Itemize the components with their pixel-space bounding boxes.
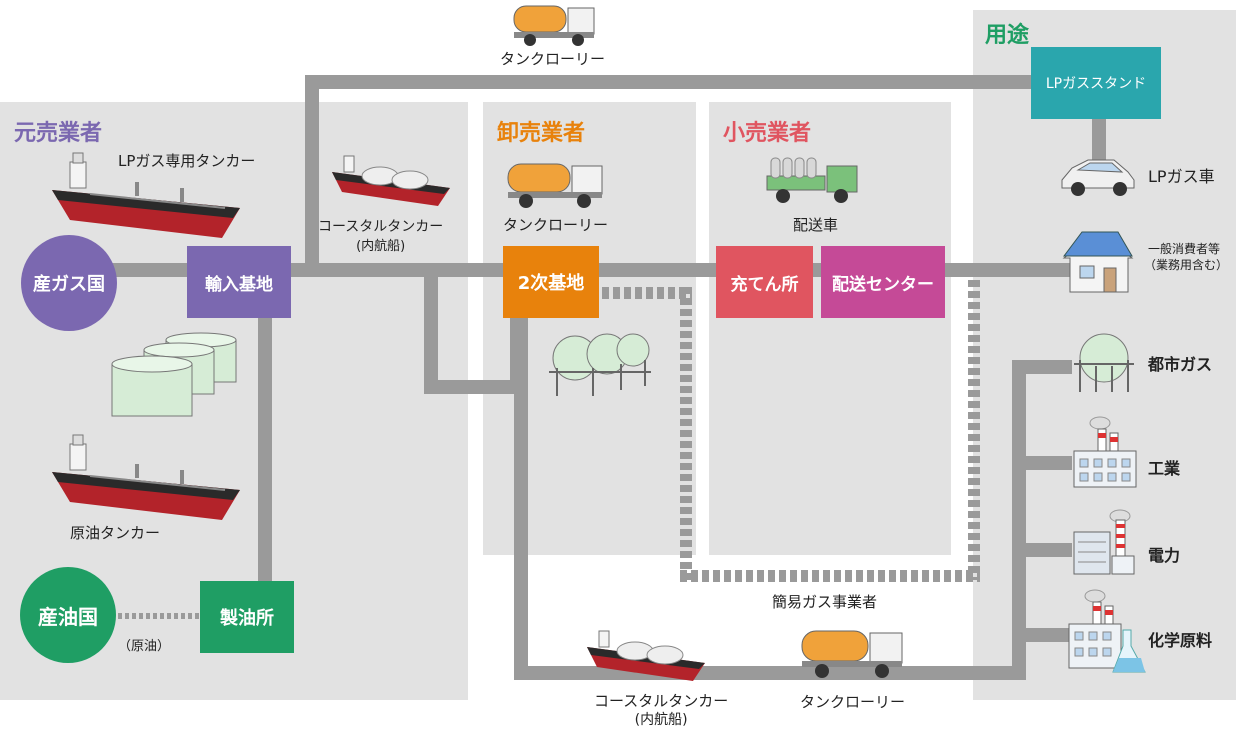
- lp-car-icon: [1061, 159, 1135, 196]
- label-city-gas: 都市ガス: [1148, 355, 1213, 374]
- label-lorry-wholesale: タンクローリー: [503, 216, 609, 234]
- tank-lorry-wholesale-icon: [507, 163, 603, 208]
- import-to-refinery: [258, 270, 272, 585]
- node-niji: 2次基地: [503, 246, 599, 318]
- label-power: 電力: [1148, 546, 1181, 565]
- label-coastal-top: コースタルタンカー (内航船): [318, 218, 443, 256]
- coastal-top-sub: (内航船): [356, 239, 406, 254]
- household-line2: （業務用含む）: [1144, 258, 1229, 272]
- tank-lorry-top-icon: [513, 5, 595, 46]
- coastal-tanker-top-icon: [332, 155, 450, 206]
- crude-tanker-icon: [52, 434, 240, 520]
- heading-motouri: 元売業者: [14, 121, 103, 146]
- factory-icon: [1073, 416, 1137, 488]
- uses-vertical: [1012, 360, 1026, 680]
- dash-right-vertical: [968, 280, 980, 580]
- chemical-plant-icon: [1068, 589, 1146, 673]
- label-lp-car: LPガス車: [1148, 167, 1215, 186]
- city-gas-tank-icon: [1074, 333, 1134, 392]
- label-crude-tanker: 原油タンカー: [70, 524, 161, 542]
- top-loop-horizontal: [305, 75, 1040, 89]
- storage-tanks-icon: [111, 332, 237, 417]
- node-sanyu: 産油国: [20, 567, 116, 663]
- label-lorry-top: タンクローリー: [500, 50, 606, 68]
- dash-bottom: [680, 570, 980, 582]
- label-lp-tanker: LPガス専用タンカー: [118, 152, 256, 170]
- branch-city-gas: [1012, 360, 1072, 374]
- node-juten: 充てん所: [716, 246, 813, 318]
- heading-youto: 用途: [985, 23, 1030, 48]
- node-yunyu: 輸入基地: [187, 246, 291, 318]
- spherical-tanks-icon: [549, 333, 651, 396]
- coastal-tanker-bottom-icon: [587, 630, 705, 681]
- node-haiso-center: 配送センター: [821, 246, 945, 318]
- coastal-bottom-sub: (内航船): [634, 712, 688, 728]
- house-icon: [1062, 231, 1134, 293]
- power-plant-icon: [1073, 509, 1135, 575]
- coastal-bottom-text: コースタルタンカー: [594, 692, 729, 710]
- heading-kouri: 小売業者: [723, 121, 812, 146]
- label-industry: 工業: [1148, 459, 1181, 478]
- label-simple-gas: 簡易ガス事業者: [772, 593, 878, 611]
- branch-industry: [1012, 456, 1072, 470]
- coastal-loop-down: [424, 270, 438, 392]
- branch-power: [1012, 543, 1072, 557]
- label-coastal-bottom: コースタルタンカー (内航船): [594, 692, 728, 730]
- dash-left-vertical: [680, 287, 692, 582]
- coastal-top-text: コースタルタンカー: [318, 219, 444, 235]
- tank-lorry-bottom-icon: [801, 630, 903, 678]
- top-loop-vertical: [305, 75, 319, 270]
- lp-tanker-icon: [52, 152, 240, 238]
- dash-crude: [118, 613, 206, 619]
- branch-chemical: [1012, 628, 1072, 642]
- label-delivery-truck: 配送車: [793, 216, 839, 234]
- label-lorry-bottom: タンクローリー: [800, 693, 906, 711]
- label-household: 一般消費者等 （業務用含む）: [1144, 241, 1228, 273]
- label-chemical: 化学原料: [1148, 631, 1213, 650]
- bottom-loop-down: [514, 318, 528, 680]
- household-line1: 一般消費者等: [1148, 242, 1221, 256]
- node-sangasu: 産ガス国: [21, 235, 117, 331]
- lp-stand-drop: [1092, 115, 1106, 160]
- node-lp-stand: LPガススタンド: [1031, 47, 1161, 119]
- label-crude-note: （原油）: [118, 639, 171, 654]
- coastal-loop-across: [424, 380, 524, 394]
- node-seiyu: 製油所: [200, 581, 294, 653]
- delivery-truck-icon: [766, 157, 858, 203]
- heading-oroshiuri: 卸売業者: [497, 121, 586, 146]
- dash-from-niji: [602, 287, 692, 299]
